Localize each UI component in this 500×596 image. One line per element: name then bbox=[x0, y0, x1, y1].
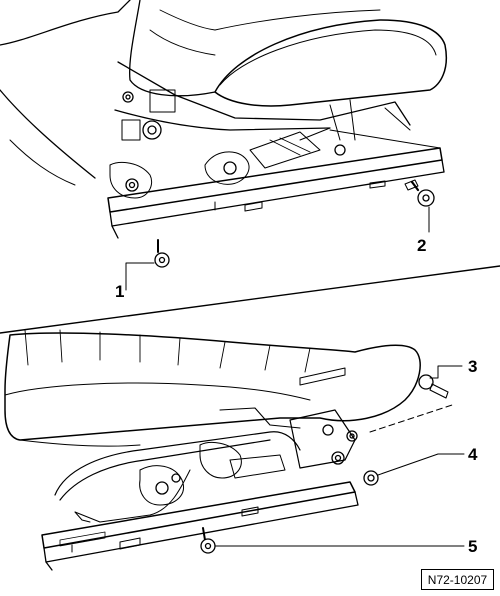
screw-3 bbox=[418, 374, 449, 399]
callout-3: 3 bbox=[468, 357, 477, 376]
leader-line-1 bbox=[125, 262, 155, 291]
callout-2: 2 bbox=[417, 236, 426, 255]
lower-seat-illustration bbox=[4, 329, 465, 571]
callout-5: 5 bbox=[468, 537, 477, 556]
panel-divider bbox=[0, 265, 500, 334]
screw-2 bbox=[404, 179, 435, 207]
screw-1 bbox=[154, 239, 170, 268]
leader-line-3 bbox=[429, 365, 463, 379]
screw-4 bbox=[363, 470, 379, 486]
callout-1: 1 bbox=[115, 282, 124, 301]
callout-4: 4 bbox=[468, 445, 478, 464]
leader-line-4 bbox=[377, 453, 465, 476]
upper-seat-illustration bbox=[0, 0, 447, 291]
figure-reference-number: N72-10207 bbox=[421, 569, 494, 590]
